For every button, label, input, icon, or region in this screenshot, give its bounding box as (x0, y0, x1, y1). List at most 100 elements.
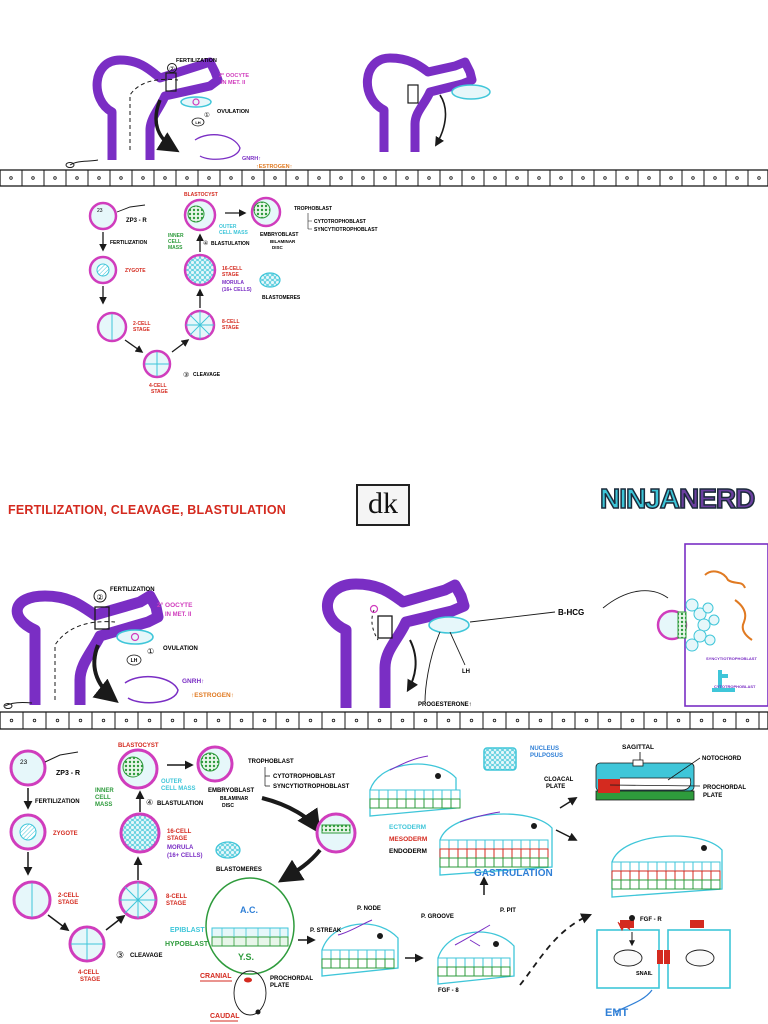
disc-cell (348, 958, 359, 969)
disc-cell (464, 966, 475, 977)
fertilization-label-c: FERTILIZATION (35, 799, 80, 805)
disc-cell (647, 879, 658, 890)
primitive-streak-mark (389, 755, 429, 771)
disc-cell (665, 861, 676, 872)
lining-cell-nucleus (757, 176, 761, 180)
lining-cell-nucleus (603, 176, 607, 180)
disc-cell (520, 839, 531, 850)
disc-cell (629, 870, 640, 881)
disc-cell (448, 839, 459, 850)
step-2-label: ② (169, 65, 175, 73)
plate-label-c: PLATE (703, 793, 722, 799)
lining-cell-nucleus (285, 718, 290, 723)
zygote-label: ZYGOTE (125, 268, 146, 274)
snail-label: SNAIL (636, 971, 653, 977)
lining-cell-nucleus (229, 176, 233, 180)
lining-cell-nucleus (78, 718, 83, 723)
lining-cell-nucleus (9, 176, 13, 180)
fgf8-label: FGF - 8 (438, 988, 459, 994)
cranial-marker (701, 845, 707, 851)
morula-label: MORULA (222, 280, 244, 286)
disc-cell (611, 861, 622, 872)
lining-cell-nucleus (31, 176, 35, 180)
disc-cell (620, 879, 631, 890)
disc-cell (437, 957, 448, 968)
cleavage-cycle-top: 23 ZP3 - R FERTILIZATION ZYGOTE 2-CELL S… (88, 192, 378, 395)
disc-cell (321, 958, 332, 969)
disc-cell (710, 861, 721, 872)
four-cell-label-b: 4-CELL (78, 970, 99, 976)
disc-cell (484, 857, 495, 868)
lining-cell-nucleus (193, 718, 198, 723)
disc-cell (475, 839, 486, 850)
bhcg-label: B-HCG (558, 608, 584, 617)
lining-cell-nucleus (295, 176, 299, 180)
disc-cell (538, 857, 549, 868)
primitive-streak-mark (454, 924, 491, 947)
disc-cell (701, 879, 712, 890)
disc-cell (330, 958, 341, 969)
notochord-label: NOTOCHORD (702, 756, 742, 762)
n23-label: 23 (97, 208, 103, 214)
cranial-label: CRANIAL (200, 973, 232, 980)
primitive-streak-mark (337, 919, 373, 936)
disc-cell (529, 848, 540, 859)
lining-cell-nucleus (469, 718, 474, 723)
lining-cell-nucleus (561, 718, 566, 723)
mass-label-b: MASS (95, 802, 112, 808)
step-4-label: ④ (203, 240, 208, 247)
disc-cell (439, 848, 450, 859)
disc-cell (441, 798, 452, 809)
cloacal-label: CLOACAL (544, 777, 574, 783)
plate-label: PLATE (270, 983, 289, 989)
lining-cell-nucleus (75, 176, 79, 180)
disc-cell (511, 857, 522, 868)
morula-sub-label: (16+ CELLS) (222, 287, 252, 293)
disc-cell (656, 861, 667, 872)
disc-cell (339, 949, 350, 960)
stage-label-d: STAGE (222, 272, 240, 278)
disc-cell (369, 798, 380, 809)
hypoblast-label: HYPOBLAST (165, 941, 209, 948)
cell-label: CELL (168, 239, 181, 245)
disc-cell (656, 879, 667, 890)
disc-cell (448, 848, 459, 859)
disc-cell (710, 879, 721, 890)
disc-cell (493, 839, 504, 850)
blastomeres-label-b: BLASTOMERES (216, 867, 262, 873)
lining-cell-nucleus (101, 718, 106, 723)
disc-cell (384, 949, 395, 960)
lining-cell-nucleus (185, 176, 189, 180)
eight-cell-label-b: 8-CELL (166, 894, 187, 900)
stage-label-g: STAGE (166, 901, 186, 907)
embryoblast-label: EMBRYOBLAST (260, 232, 298, 238)
uterine-tube-bottom-right: B-HCG LH PROGESTERONE↑ (322, 578, 669, 708)
disc-cell (457, 839, 468, 850)
disc-cell (387, 789, 398, 800)
disc-cell (710, 870, 721, 881)
disc-cell (538, 848, 549, 859)
disc-cell (432, 789, 443, 800)
disc-cell (529, 839, 540, 850)
disc-cell (437, 966, 448, 977)
stage-label-c: STAGE (222, 325, 240, 331)
disc-cell (339, 958, 350, 969)
disc-cell (457, 848, 468, 859)
cyto-right-label: CYTOTROPHOBLAST (714, 684, 756, 689)
cranial-marker (435, 773, 441, 779)
disc-cell (369, 789, 380, 800)
inner-label-b: INNER (95, 788, 114, 794)
gnrh-label: GnRH↑ (242, 156, 261, 162)
disc-cell (656, 870, 667, 881)
lining-cell-nucleus (515, 176, 519, 180)
page-title: FERTILIZATION, CLEAVAGE, BLASTULATION (8, 503, 286, 517)
disc-cell (375, 949, 386, 960)
outer-label-b: OUTER (161, 779, 183, 785)
bottom-panel: ② FERTILIZATION 2° OOCYTE IN MET. II OVU… (3, 543, 768, 709)
disc-cell (674, 870, 685, 881)
step-2-label-b: ② (96, 593, 103, 602)
lining-cell-nucleus (97, 176, 101, 180)
disc-cell (405, 798, 416, 809)
disc-cell (692, 879, 703, 890)
primitive-streak-stage: P. STREAK P. NODE P. GROOVE P. PIT FGF -… (310, 876, 592, 994)
